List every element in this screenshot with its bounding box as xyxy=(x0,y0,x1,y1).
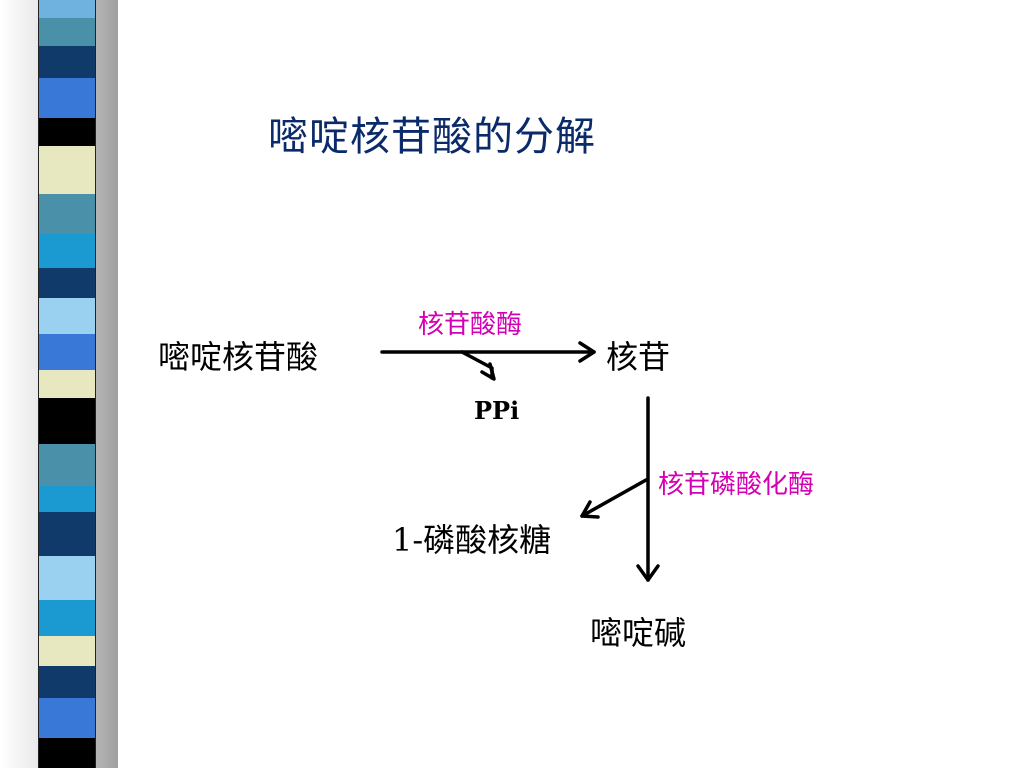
strip-block xyxy=(38,486,96,512)
strip-block xyxy=(38,334,96,370)
strip-block xyxy=(38,398,96,444)
strip-block xyxy=(38,636,96,666)
strip-block xyxy=(38,234,96,268)
arrow-branch-ribose-phosphate xyxy=(580,478,648,518)
arrowhead-nucleoside xyxy=(578,341,596,363)
arrowhead-ribose-phosphate xyxy=(580,500,600,519)
node-ribose-1-phosphate: 1-磷酸核糖 xyxy=(392,521,552,559)
strip-block xyxy=(38,556,96,600)
strip-block xyxy=(38,370,96,398)
decorative-strip xyxy=(0,0,118,768)
enzyme-nucleoside-phosphorylase: 核苷磷酸化酶 xyxy=(658,470,815,500)
strip-block xyxy=(38,268,96,298)
strip-block xyxy=(38,0,96,18)
strip-block xyxy=(38,46,96,78)
strip-block xyxy=(38,738,96,768)
byproduct-ppi: PPi xyxy=(474,396,520,425)
node-nucleoside: 核苷 xyxy=(606,338,671,376)
strip-block xyxy=(38,298,96,334)
strip-block xyxy=(38,600,96,636)
node-pyrimidine-base: 嘧啶碱 xyxy=(590,614,687,652)
strip-block xyxy=(38,78,96,118)
strip-block xyxy=(38,146,96,194)
strip-block xyxy=(38,18,96,46)
arrowhead-ppi xyxy=(480,362,496,381)
strip-block xyxy=(38,444,96,486)
strip-block xyxy=(38,666,96,698)
arrowhead-base xyxy=(636,564,660,582)
strip-block xyxy=(38,118,96,146)
strip-block xyxy=(38,194,96,234)
strip-block xyxy=(38,512,96,556)
enzyme-nucleotidase: 核苷酸酶 xyxy=(418,310,523,340)
node-pyrimidine-nucleotide: 嘧啶核苷酸 xyxy=(158,338,319,376)
strip-block xyxy=(38,698,96,738)
slide-title: 嘧啶核苷酸的分解 xyxy=(268,114,596,160)
